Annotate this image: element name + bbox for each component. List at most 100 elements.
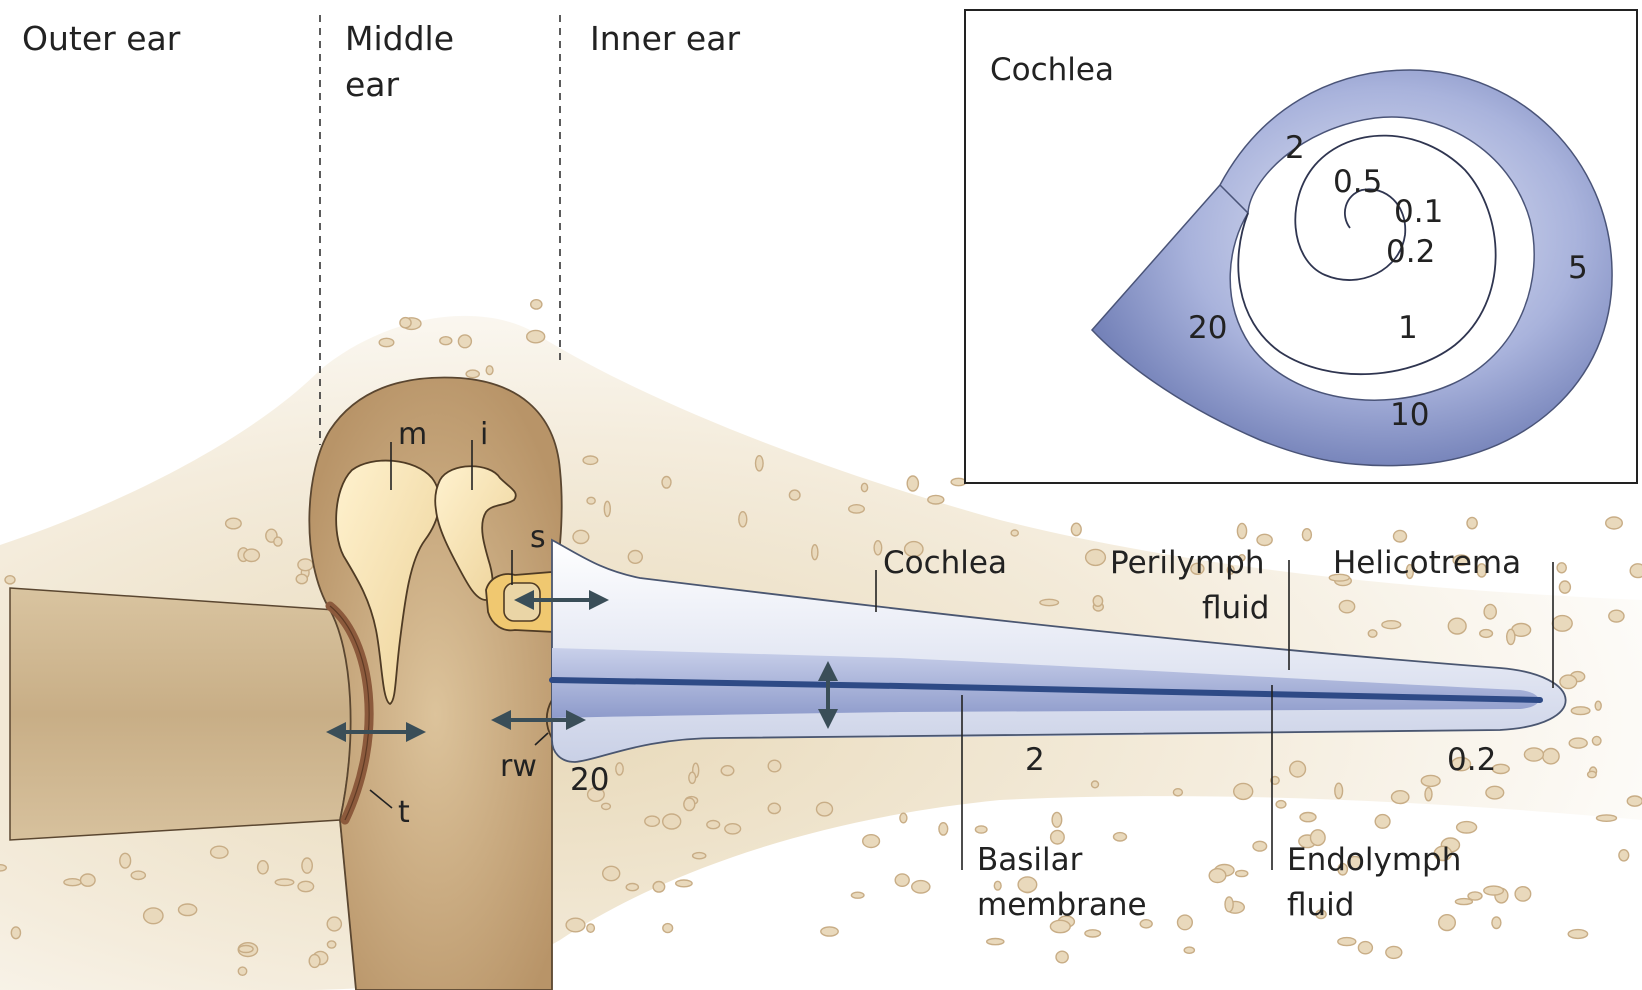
bone-cell (689, 772, 696, 783)
inset-title: Cochlea (990, 52, 1114, 88)
bone-cell (861, 483, 867, 491)
bone-cell (676, 880, 692, 887)
bone-cell (1386, 946, 1402, 958)
bone-cell (1568, 930, 1587, 939)
bone-cell (1302, 529, 1311, 541)
bone-cell (458, 335, 471, 348)
bone-cell (327, 941, 335, 948)
bone-cell (987, 939, 1004, 945)
bone-cell (573, 530, 589, 543)
bone-cell (1338, 938, 1356, 946)
bone-cell (626, 884, 638, 891)
bone-cell (527, 330, 545, 342)
bone-cell (817, 802, 833, 816)
bone-cell (226, 518, 242, 529)
bone-cell (756, 456, 764, 471)
inset-frequency-1: 1 (1398, 310, 1418, 346)
endolymph-label-line1: Endolymph (1287, 842, 1461, 878)
middle-ear-label-line2: ear (345, 65, 400, 104)
bone-cell (1492, 917, 1501, 929)
bone-cell (275, 879, 294, 886)
inset-frequency-5: 5 (1568, 250, 1588, 286)
frequency-mark-middle: 2 (1025, 742, 1045, 778)
bone-cell (11, 927, 20, 939)
bone-cell (1276, 801, 1286, 808)
bone-cell (1234, 783, 1253, 799)
bone-cell (1507, 629, 1515, 644)
bone-cell (531, 300, 542, 309)
bone-cell (1557, 563, 1566, 573)
bone-cell (1467, 517, 1477, 528)
perilymph-label-line2: fluid (1202, 590, 1269, 626)
bone-cell (1225, 897, 1233, 912)
bone-cell (895, 874, 909, 886)
bone-cell (1011, 530, 1018, 536)
bone-cell (863, 835, 880, 848)
bone-cell (1184, 947, 1194, 953)
bone-cell (120, 853, 131, 868)
bone-cell (1515, 887, 1531, 901)
bone-cell (1560, 675, 1577, 688)
bone-cell (939, 823, 948, 835)
bone-cell (1606, 517, 1623, 529)
bone-cell (693, 853, 706, 859)
inset-frequency-0.5: 0.5 (1333, 164, 1382, 200)
bone-cell (662, 477, 671, 489)
bone-cell (1569, 738, 1587, 748)
bone-cell (707, 821, 720, 829)
frequency-mark-apex: 0.2 (1447, 742, 1496, 778)
bone-cell (274, 537, 282, 546)
bone-cell (1253, 841, 1267, 851)
bone-cell (912, 881, 930, 893)
bone-cell (1484, 886, 1504, 895)
bone-cell (1425, 788, 1432, 801)
bone-cell (1056, 951, 1068, 963)
bone-cell (1392, 791, 1409, 804)
stapes-label: s (530, 520, 546, 555)
cochlea-inset: Cochlea 20 10 5 2 1 0.5 0.2 0.1 (965, 10, 1637, 483)
bone-cell (1335, 783, 1343, 798)
bone-cell (849, 505, 865, 513)
bone-cell (684, 798, 695, 811)
bone-cell (616, 763, 623, 775)
round-window-label: rw (500, 749, 537, 784)
incus-label: i (480, 417, 488, 452)
bone-cell (1114, 833, 1127, 841)
bone-cell (466, 370, 479, 378)
bone-cell (851, 892, 864, 898)
malleus-label: m (398, 417, 427, 452)
inset-frequency-20: 20 (1188, 310, 1227, 346)
bone-cell (131, 871, 145, 879)
bone-cell (645, 816, 660, 826)
bone-cell (1040, 599, 1059, 605)
bone-cell (400, 318, 411, 328)
bone-cell (379, 338, 394, 346)
tympanic-membrane-label: t (398, 795, 410, 830)
bone-cell (721, 766, 734, 776)
bone-cell (1552, 616, 1572, 632)
bone-cell (951, 478, 966, 485)
bone-cell (64, 879, 81, 886)
bone-cell (1486, 786, 1504, 799)
bone-cell (653, 882, 665, 893)
middle-ear-label-line1: Middle (345, 19, 454, 58)
bone-cell (1178, 915, 1193, 930)
bone-cell (725, 824, 741, 834)
bone-cell (1571, 707, 1590, 715)
bone-cell (768, 803, 780, 813)
bone-cell (1052, 812, 1062, 827)
perilymph-label-line1: Perilymph (1110, 545, 1265, 581)
bone-cell (440, 337, 452, 345)
ear-canal (10, 588, 351, 840)
bone-cell (874, 541, 882, 555)
bone-cell (1597, 815, 1617, 821)
bone-cell (1209, 869, 1226, 883)
bone-cell (900, 813, 907, 823)
bone-cell (309, 955, 320, 968)
bone-cell (603, 866, 620, 880)
bone-cell (812, 545, 818, 560)
bone-cell (1592, 736, 1601, 745)
bone-cell (907, 476, 918, 491)
bone-cell (486, 366, 493, 375)
inset-frequency-0.1: 0.1 (1394, 194, 1443, 230)
